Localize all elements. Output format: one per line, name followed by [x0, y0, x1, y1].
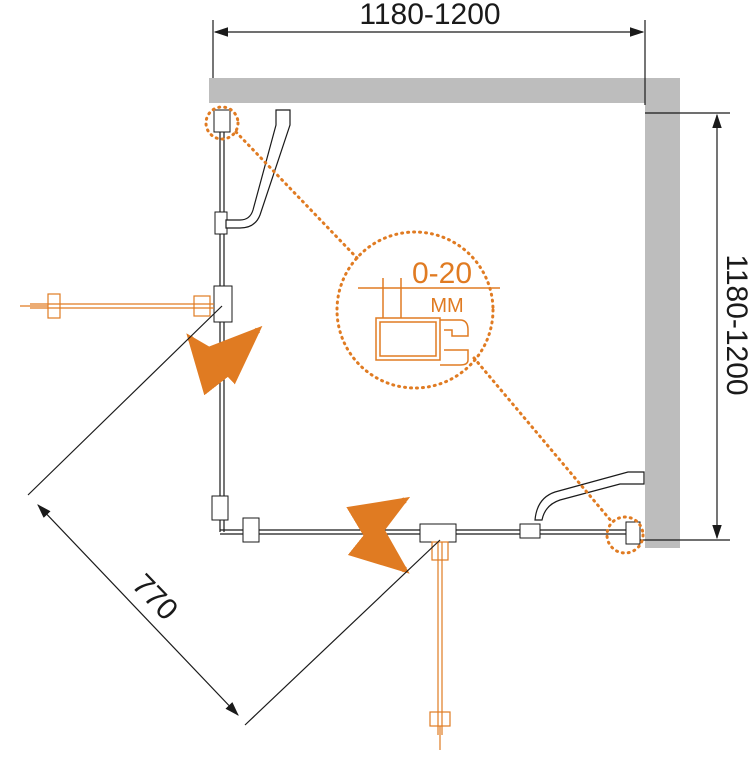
towel-bar-right	[534, 471, 645, 521]
towel-bar-left	[225, 109, 291, 229]
profile-callout	[204, 105, 645, 555]
width-dimension-label: 1180-1200	[359, 0, 500, 31]
width-dimension: 1180-1200	[212, 0, 646, 105]
side-wall	[645, 78, 680, 548]
left-door-open	[20, 293, 214, 319]
door-width-label: 770	[126, 568, 185, 627]
back-wall	[209, 78, 645, 103]
profile-detail	[358, 278, 500, 366]
adjustment-range-label: 0-20	[412, 257, 472, 290]
depth-dimension-label: 1180-1200	[720, 254, 751, 395]
depth-dimension: 1180-1200	[640, 112, 751, 541]
swing-arrows	[186, 325, 411, 574]
bottom-door-open	[429, 541, 451, 750]
adjustment-unit-label: MM	[430, 295, 463, 317]
glass-panels	[211, 109, 641, 545]
door-width-dimension: 770	[27, 305, 441, 726]
